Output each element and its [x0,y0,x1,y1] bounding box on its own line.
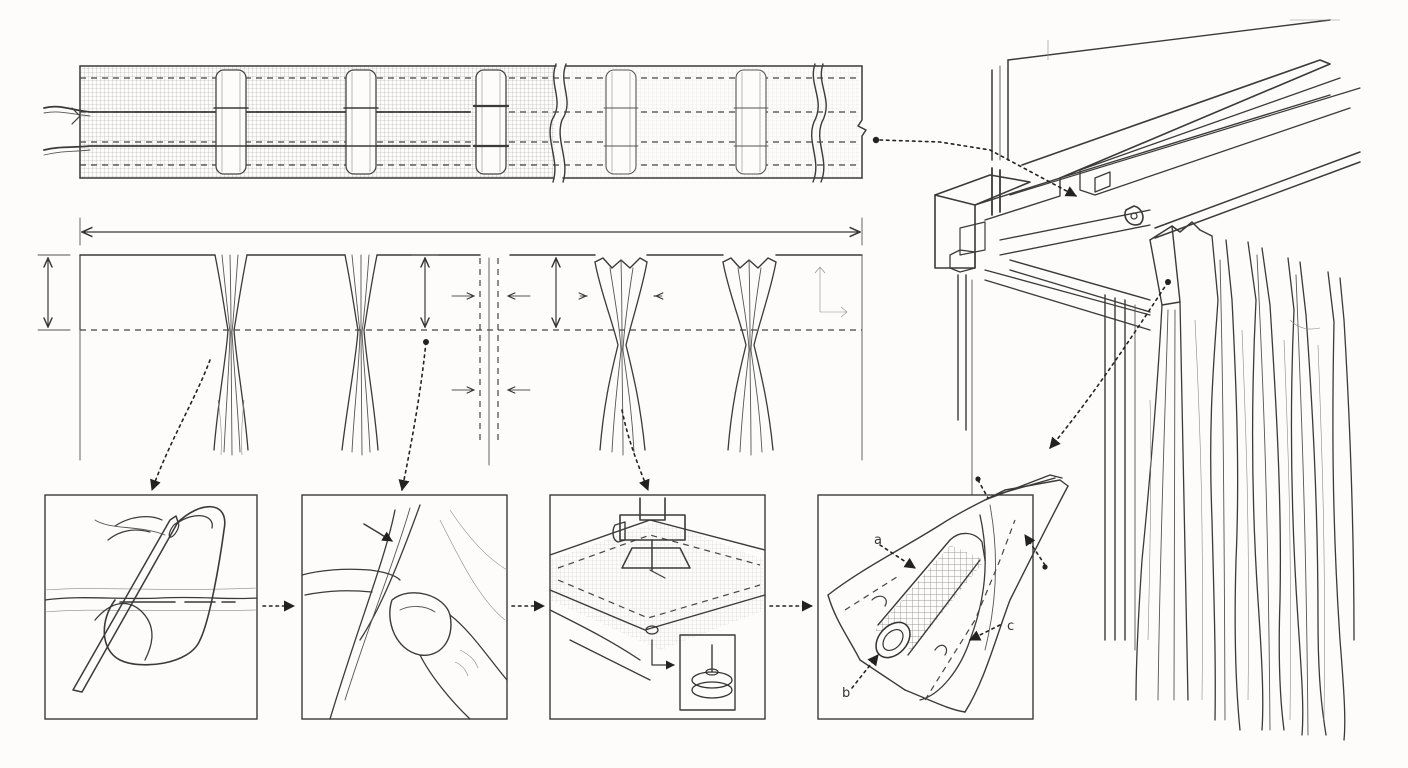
tape-pocket [603,69,639,175]
detail-panel-4: a c b [817,474,1069,720]
height-dimension [37,254,71,331]
detail-panel-2 [301,494,508,720]
callout-dot [1042,564,1048,570]
leader-pleat-to-step2 [398,341,427,492]
pleat-cutaway-illustration [827,474,1069,713]
window-track-scene [934,19,1361,651]
callout-label-c: c [1007,619,1014,634]
pleat-layout [37,254,863,466]
detail-panel-1 [44,494,258,720]
tape-pocket [733,69,769,175]
tape-pockets [213,69,769,175]
pleat-2 [341,254,379,456]
leader-tape-to-track [879,139,1077,197]
tape-pocket [472,69,510,175]
leader-pinch-to-step3 [621,409,650,492]
hanging-curtain [1135,221,1355,741]
pleat-depth-dimension [411,254,439,327]
pinch-fold-illustration [301,504,508,720]
callout-dot [975,476,981,482]
detail-panel-3 [549,494,766,720]
hand-stitch-illustration [44,505,258,693]
pleat-1 [213,254,249,456]
callout-label-a: a [874,533,882,548]
width-dimension [79,217,863,246]
sewing-machine-illustration [549,497,766,711]
leader-lines [150,136,1171,492]
leader-pleat-to-step1 [150,359,211,492]
leader-curtain-to-step4 [1049,281,1169,449]
pinch-pleat-3 [594,257,648,456]
spacing-marker [451,257,531,466]
tape-pocket [343,69,379,175]
pinch-pleat-4 [722,257,777,456]
callout-label-b: b [842,686,850,701]
tape-pocket [213,69,249,175]
callout-dot [872,136,880,144]
axis-indicator [814,266,848,318]
